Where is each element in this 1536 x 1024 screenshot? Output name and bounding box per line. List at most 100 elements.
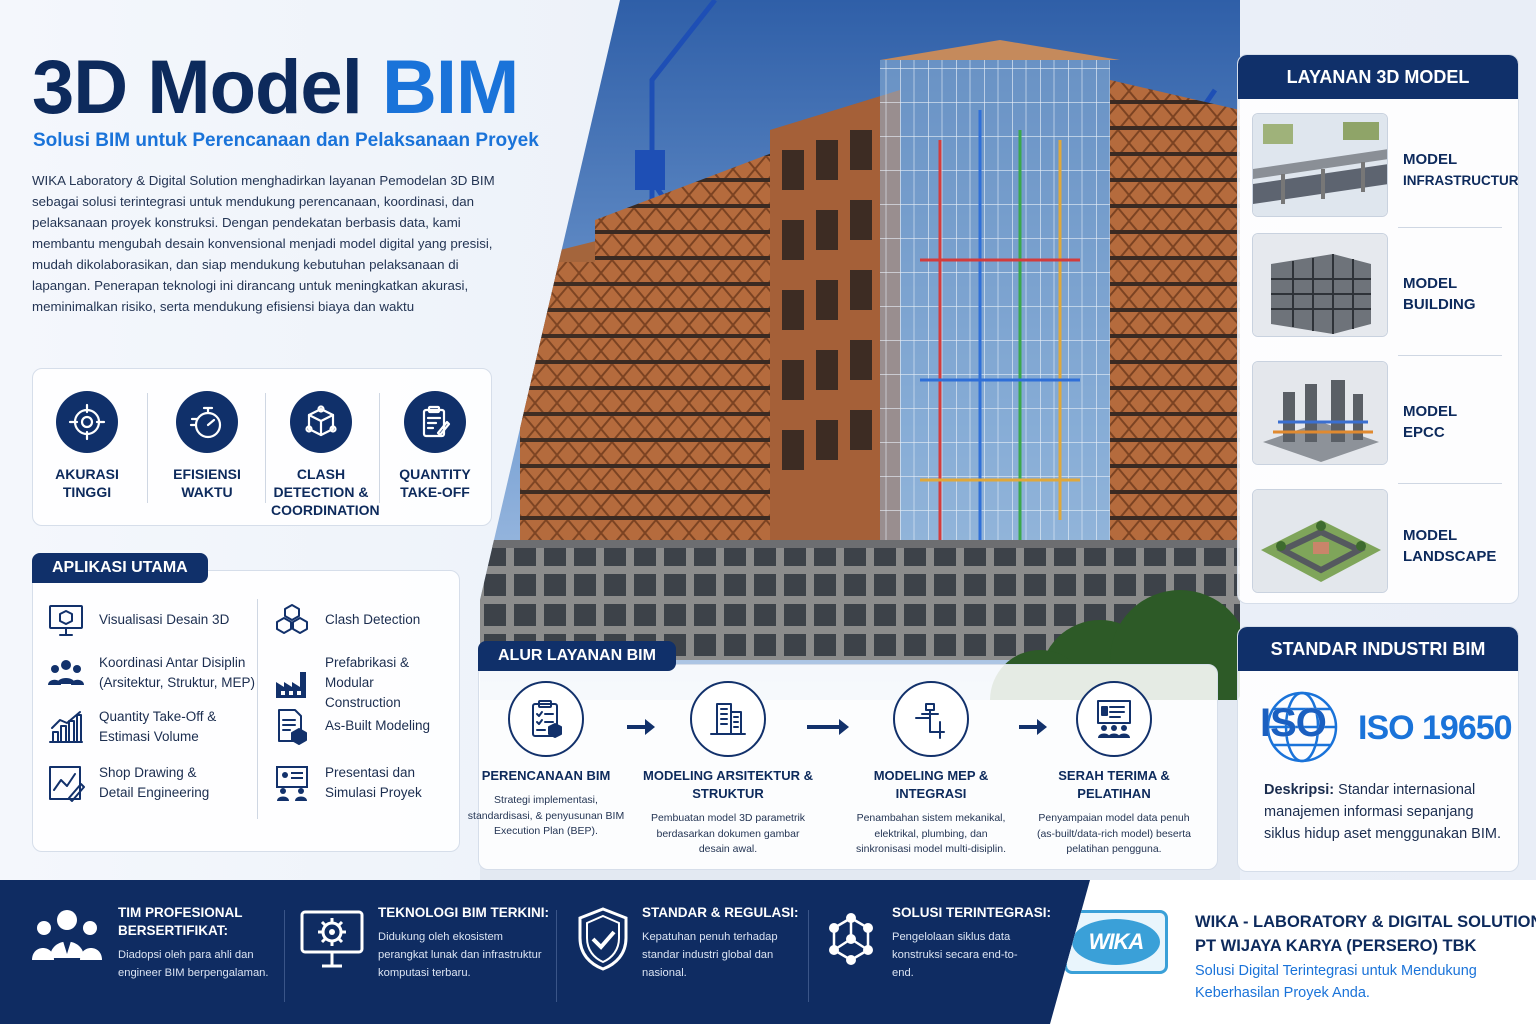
- page-title: 3D Model BIM: [32, 44, 519, 131]
- app-label: Quantity Take-Off &: [99, 709, 217, 724]
- monitor-gear-icon: [300, 910, 364, 968]
- app-item: Quantity Take-Off & Estimasi Volume: [47, 707, 216, 747]
- benefit-label: EFISIENSI: [173, 466, 241, 482]
- presentation-icon: [276, 766, 308, 801]
- flow-step-desc: Penambahan sistem mekanikal, elektrikal,…: [856, 812, 1006, 855]
- app-item: As-Built Modeling: [273, 707, 430, 745]
- footer-brand-area: WIKA WIKA - LABORATORY & DIGITAL SOLUTIO…: [1050, 880, 1536, 1024]
- network-icon: [829, 913, 873, 965]
- company-name: WIKA - LABORATORY & DIGITAL SOLUTION PT …: [1195, 910, 1536, 958]
- team-icon: [48, 660, 84, 685]
- app-item: Shop Drawing &Detail Engineering: [47, 763, 209, 803]
- standard-title: STANDAR INDUSTRI BIM: [1238, 627, 1518, 671]
- shield-check-icon: [578, 907, 628, 971]
- description-text: Standar internasional manajemen informas…: [1264, 782, 1501, 842]
- buildings-icon: [690, 681, 766, 757]
- app-label: Clash Detection: [325, 612, 421, 627]
- title-accent: BIM: [381, 45, 519, 130]
- divider: [379, 393, 380, 503]
- benefit-label: DETECTION &: [273, 484, 369, 500]
- divider: [147, 393, 148, 503]
- service-epcc[interactable]: MODEL EPCC: [1252, 361, 1510, 473]
- drawing-chart-icon: [49, 766, 85, 802]
- service-label: BUILDING: [1403, 296, 1476, 313]
- service-building[interactable]: MODEL BUILDING: [1252, 233, 1510, 345]
- app-item: Clash Detection: [273, 601, 420, 639]
- service-label: MODEL: [1403, 403, 1458, 420]
- benefit-label: TAKE-OFF: [400, 484, 470, 500]
- footer-item-desc: Pengelolaan siklus data konstruksi secar…: [892, 931, 1018, 979]
- iso-code: ISO 19650: [1358, 709, 1513, 747]
- divider: [1398, 483, 1502, 484]
- stacked-cubes-icon: [276, 604, 308, 634]
- infrastructure-model-image: [1252, 113, 1388, 217]
- service-landscape[interactable]: MODEL LANDSCAPE: [1252, 489, 1510, 601]
- wika-logo: WIKA: [1064, 910, 1168, 974]
- app-label: Construction: [325, 695, 401, 710]
- flow-step: MODELING ARSITEKTUR & STRUKTUR Pembuatan…: [643, 681, 813, 858]
- description-label: Deskripsi:: [1264, 782, 1335, 798]
- applications-title: APLIKASI UTAMA: [32, 553, 208, 583]
- company-line-1: WIKA - LABORATORY & DIGITAL SOLUTION: [1195, 913, 1536, 931]
- footer-item: STANDAR & REGULASI: Kepatuhan penuh terh…: [576, 904, 799, 982]
- footer-item-desc: Kepatuhan penuh terhadap standar industr…: [642, 931, 778, 979]
- app-label: Simulasi Proyek: [325, 785, 422, 800]
- footer-item: TEKNOLOGI BIM TERKINI: Didukung oleh eko…: [300, 904, 550, 982]
- intro-paragraph: WIKA Laboratory & Digital Solution mengh…: [32, 173, 495, 314]
- services-title: LAYANAN 3D MODEL: [1238, 55, 1518, 99]
- bar-chart-icon: [49, 711, 83, 743]
- app-label: Koordinasi Antar Disiplin: [99, 655, 246, 670]
- iso-globe-icon: [1262, 687, 1342, 767]
- arrow-icon: [1019, 719, 1047, 735]
- service-flow-title: ALUR LAYANAN BIM: [478, 641, 676, 671]
- flow-step-desc: Penyampaian model data penuh (as-built/d…: [1036, 812, 1192, 855]
- training-icon: [1076, 681, 1152, 757]
- app-label: Shop Drawing &: [99, 765, 197, 780]
- applications-card: Visualisasi Desain 3D Clash Detection Ko…: [32, 570, 460, 852]
- flow-step-desc: Pembuatan model 3D parametrik berdasarka…: [650, 812, 806, 855]
- service-label: MODEL: [1403, 275, 1458, 292]
- benefit-label: WAKTU: [181, 484, 233, 500]
- team-tie-icon: [32, 910, 102, 960]
- document-cube-icon: [278, 709, 307, 745]
- iso-logo-text: ISO: [1260, 701, 1327, 745]
- flow-step-title: MODELING ARSITEKTUR & STRUKTUR: [643, 768, 813, 801]
- benefit-label: COORDINATION: [271, 502, 380, 518]
- flow-step: PERENCANAAN BIM Strategi implementasi, s…: [461, 681, 631, 840]
- app-item: Koordinasi Antar Disiplin (Arsitektur, St…: [47, 653, 255, 693]
- benefit-efisiensi: EFISIENSI WAKTU: [157, 391, 257, 501]
- app-label: As-Built Modeling: [325, 718, 431, 733]
- flow-step-title: PERENCANAAN BIM: [481, 768, 611, 783]
- standard-panel: STANDAR INDUSTRI BIM ISO ISO 19650 Deskr…: [1237, 626, 1519, 872]
- app-label: Estimasi Volume: [99, 729, 199, 744]
- clipboard-pen-icon: [404, 391, 466, 453]
- divider: [284, 910, 285, 1002]
- arrow-icon: [627, 719, 655, 735]
- target-icon: [56, 391, 118, 453]
- landscape-model-image: [1252, 489, 1388, 593]
- service-label: LANDSCAPE: [1403, 548, 1497, 565]
- service-label: MODEL: [1403, 527, 1458, 544]
- epcc-model-image: [1252, 361, 1388, 465]
- service-label: EPCC: [1403, 424, 1445, 441]
- service-flow-card: PERENCANAAN BIM Strategi implementasi, s…: [468, 664, 1218, 870]
- arrow-icon: [807, 719, 849, 735]
- divider: [1398, 227, 1502, 228]
- app-item: Visualisasi Desain 3D: [47, 601, 229, 639]
- divider: [257, 599, 258, 819]
- flow-step-title: SERAH TERIMA & PELATIHAN: [1058, 768, 1170, 801]
- footer-item: TIM PROFESIONAL BERSERTIFIKAT: Diadopsi …: [32, 904, 272, 982]
- building-model-image: [1252, 233, 1388, 337]
- factory-icon: [276, 672, 306, 698]
- divider: [808, 910, 809, 1002]
- footer-item-title: TEKNOLOGI BIM TERKINI:: [378, 905, 549, 920]
- app-label: (Arsitektur, Struktur, MEP): [99, 675, 256, 690]
- standard-description: Deskripsi: Standar internasional manajem…: [1264, 779, 1508, 845]
